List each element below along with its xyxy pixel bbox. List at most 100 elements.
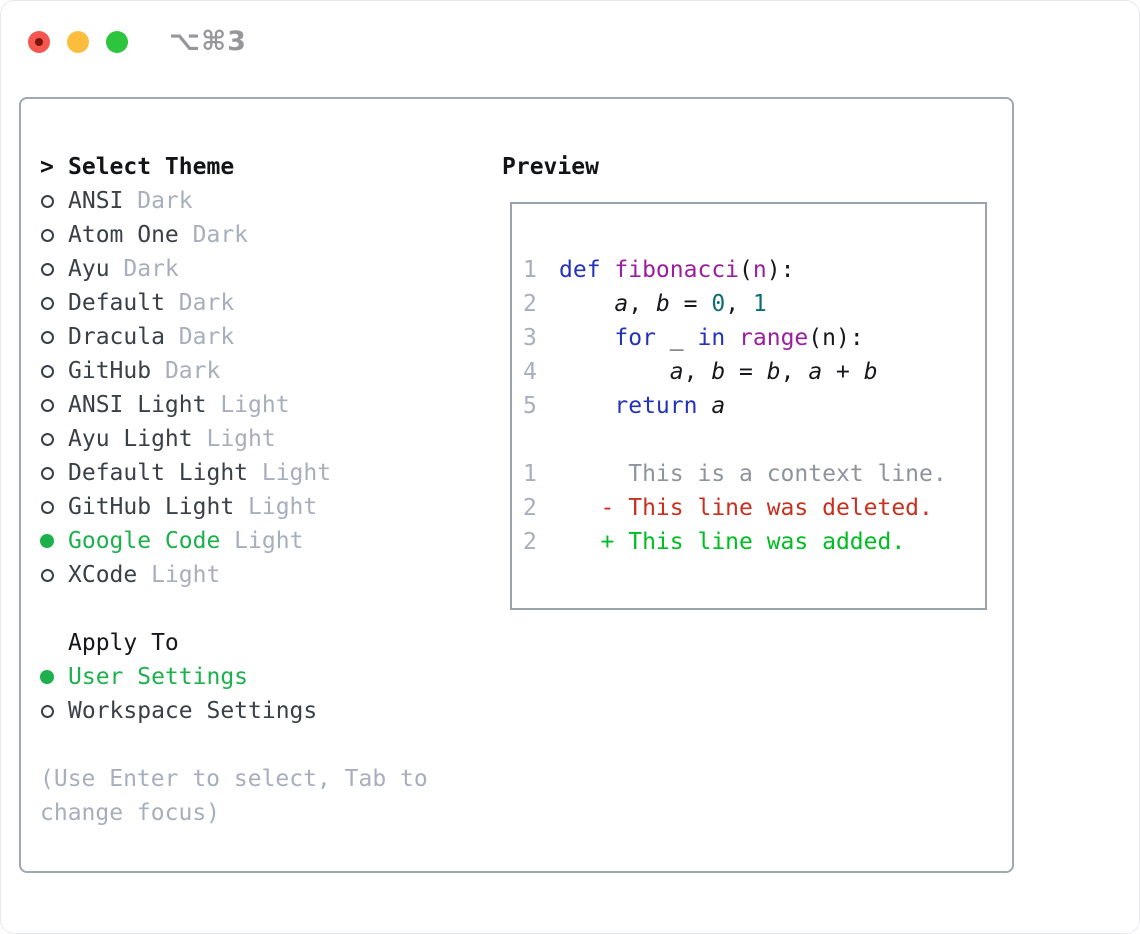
radio-icon [40,568,68,582]
line-content: def fibonacci(n): [559,257,795,283]
item-variant-label: Light [137,562,221,588]
item-variant-label: Dark [151,358,221,384]
theme-list-heading-row: > Select Theme [40,150,331,184]
list-item[interactable]: Ayu Light Light [40,422,331,456]
item-variant-label: Light [234,494,318,520]
list-item[interactable]: ANSI Dark [40,184,331,218]
item-variant-label: Light [220,528,304,554]
radio-icon [40,432,68,446]
item-label: Dracula [68,324,165,350]
window-title: ⌥⌘3 [169,26,247,57]
apply-to-heading: Apply To [68,630,179,656]
titlebar: ⌥⌘3 [28,26,247,57]
item-label: Workspace Settings [68,698,318,724]
line-number: 1 [523,257,537,283]
radio-circle-icon [41,704,54,718]
line-content: for _ in range(n): [614,325,864,351]
line-number: 2 [523,291,537,317]
item-label: GitHub [68,358,152,384]
list-item[interactable]: Dracula Dark [40,320,331,354]
item-label: Atom One [68,222,179,248]
item-label: ANSI Light [68,392,207,418]
radio-circle-icon [41,364,54,378]
item-variant-label: Dark [123,188,193,214]
minimize-button[interactable] [67,30,89,53]
radio-icon [40,296,68,310]
code-line: 1 This is a context line. [523,457,985,491]
radio-circle-icon [41,262,54,276]
code-line: 3 for _ in range(n): [523,321,985,355]
list-item[interactable]: ANSI Light Light [40,388,331,422]
item-label: ANSI [68,188,124,214]
line-number: 3 [523,325,537,351]
item-variant-label: Dark [164,290,235,316]
list-item[interactable]: GitHub Light Light [40,490,331,524]
radio-icon [40,466,68,480]
item-label: XCode [68,562,138,588]
code-line: 5 return a [523,389,985,423]
preview-heading: Preview [502,154,599,180]
item-variant-label: Dark [164,324,235,350]
line-number: 2 [523,495,537,521]
item-variant-label: Light [248,460,332,486]
item-variant-label: Light [192,426,276,452]
radio-icon [40,330,68,344]
radio-icon [40,500,68,514]
list-item[interactable]: XCode Light [40,558,331,592]
line-content: This is a context line. [559,461,947,487]
line-content: + This line was added. [600,529,906,555]
radio-circle-icon [41,228,54,242]
list-item[interactable]: Atom One Dark [40,218,331,252]
line-content: return a [614,393,726,419]
radio-icon [40,398,68,412]
radio-circle-icon [41,432,54,446]
list-item[interactable]: Workspace Settings [40,694,317,728]
line-number: 4 [523,359,537,385]
item-label: Default Light [68,460,249,486]
radio-icon [40,364,68,378]
list-item[interactable]: User Settings [40,660,317,694]
list-item[interactable]: Google Code Light [40,524,331,558]
radio-circle-icon [40,534,54,548]
radio-circle-icon [41,500,54,514]
prompt-icon: > [40,154,54,180]
list-item[interactable]: GitHub Dark [40,354,331,388]
item-label: User Settings [68,664,249,690]
item-label: Default [68,290,165,316]
item-variant-label: Light [206,392,290,418]
item-label: Ayu [68,256,110,282]
item-variant-label: Dark [178,222,249,248]
radio-circle-icon [40,670,54,684]
line-content: a, b = 0, 1 [614,291,767,317]
item-label: Google Code [68,528,221,554]
radio-circle-icon [41,194,54,208]
item-label: GitHub Light [68,494,235,520]
list-item[interactable]: Ayu Dark [40,252,331,286]
list-item[interactable]: Default Dark [40,286,331,320]
help-text: (Use Enter to select, Tab to change focu… [40,766,428,826]
line-content: - This line was deleted. [600,495,933,521]
item-variant-label: Dark [109,256,179,282]
list-item[interactable]: Default Light Light [40,456,331,490]
close-dot-icon [35,37,43,46]
preview-box: 1 def fibonacci(n): 2 a, b = 0, 1 3 for _ i… [510,202,987,610]
zoom-button[interactable] [106,30,128,53]
item-label: Ayu Light [68,426,193,452]
radio-selected-icon [40,534,68,548]
line-number: 5 [523,393,537,419]
radio-selected-icon [40,670,68,684]
radio-icon [40,228,68,242]
radio-circle-icon [41,330,54,344]
apply-to-heading-row: Apply To [40,626,317,660]
radio-circle-icon [41,296,54,310]
code-line: 2 - This line was deleted. [523,491,985,525]
line-number: 1 [523,461,537,487]
close-button[interactable] [28,30,50,53]
code-line: 1 def fibonacci(n): [523,253,985,287]
theme-list-heading: Select Theme [68,154,235,180]
